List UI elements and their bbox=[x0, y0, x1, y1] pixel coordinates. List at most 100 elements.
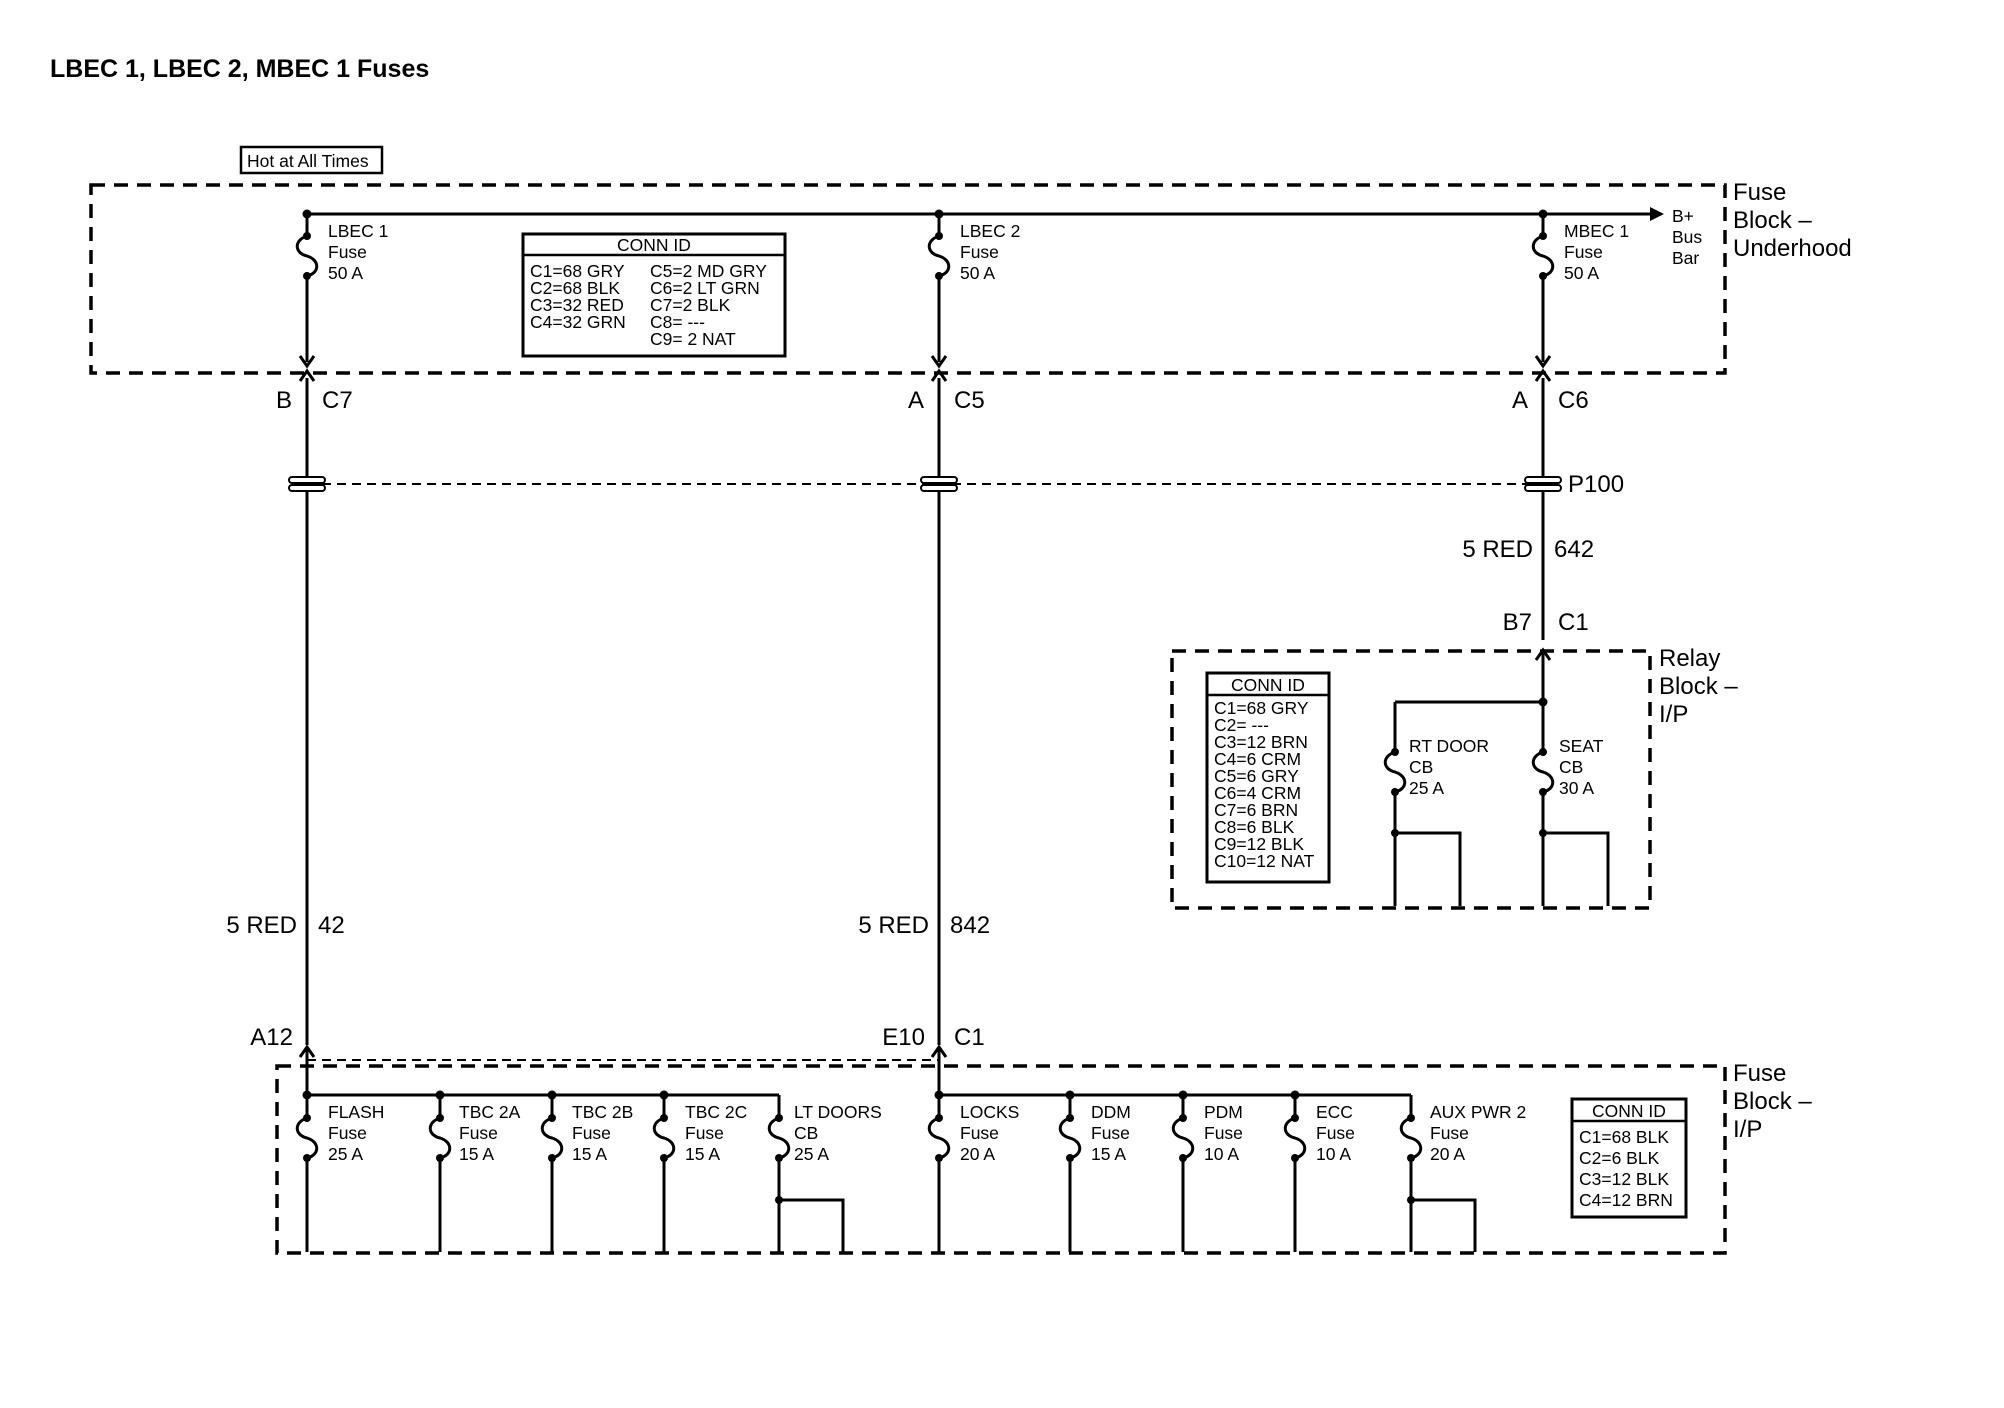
breaker-rt-door-type: CB bbox=[1409, 757, 1433, 777]
fuse-pdm: PDM Fuse 10 A bbox=[1171, 1090, 1243, 1252]
connector-c7-pin-b: B C7 bbox=[276, 368, 353, 414]
fuse-flash-rating: 25 A bbox=[328, 1144, 363, 1164]
fuse-locks-type: Fuse bbox=[960, 1123, 999, 1143]
relay-conn-row-3: C3=12 BRN bbox=[1214, 732, 1308, 752]
fuse-aux-pwr-2-type: Fuse bbox=[1430, 1123, 1469, 1143]
fuse-ecc-rating: 10 A bbox=[1316, 1144, 1351, 1164]
underhood-conn-c2: C2=68 BLK bbox=[530, 278, 620, 298]
relay-block-ip bbox=[1170, 649, 1652, 910]
ip-conn-id-table: CONN ID C1=68 BLK C2=6 BLK C3=12 BLK C4=… bbox=[1570, 1097, 1688, 1219]
underhood-conn-c8: C8= --- bbox=[650, 312, 705, 332]
underhood-conn-c9: C9= 2 NAT bbox=[650, 329, 736, 349]
fuse-lbec1: LBEC 1 Fuse 50 A bbox=[295, 214, 388, 369]
fuse-flash-name: FLASH bbox=[328, 1102, 384, 1122]
fuse-tbc-2b-type: Fuse bbox=[572, 1123, 611, 1143]
fuse-aux-pwr-2: AUX PWR 2 Fuse 20 A bbox=[1399, 1095, 1526, 1252]
fuse-tbc-2c-type: Fuse bbox=[685, 1123, 724, 1143]
bus-bar-arrow bbox=[1650, 207, 1664, 221]
diagram-title: LBEC 1, LBEC 2, MBEC 1 Fuses bbox=[50, 55, 429, 83]
relay-conn-row-2: C2= --- bbox=[1214, 715, 1269, 735]
underhood-fuse-block bbox=[89, 183, 1727, 375]
ip-pin-a12: A12 bbox=[250, 1024, 293, 1051]
ip-conn-row-2: C2=6 BLK bbox=[1579, 1148, 1660, 1168]
relay-block-label-3: I/P bbox=[1659, 701, 1688, 728]
fuse-ecc-name: ECC bbox=[1316, 1102, 1353, 1122]
underhood-conn-c3: C3=32 RED bbox=[530, 295, 624, 315]
fuse-ddm-rating: 15 A bbox=[1091, 1144, 1126, 1164]
breaker-rt-door-name: RT DOOR bbox=[1409, 736, 1489, 756]
bus-bar-label-2: Bus bbox=[1672, 227, 1702, 247]
fuse-tbc-2a: TBC 2A Fuse 15 A bbox=[428, 1090, 521, 1252]
relay-pin-c1: C1 bbox=[1558, 609, 1589, 636]
ip-conn-row-3: C3=12 BLK bbox=[1579, 1169, 1669, 1189]
fuse-locks-rating: 20 A bbox=[960, 1144, 995, 1164]
fuse-tbc-2a-name: TBC 2A bbox=[459, 1102, 521, 1122]
breaker-lt-doors-type: CB bbox=[794, 1123, 818, 1143]
relay-conn-row-6: C6=4 CRM bbox=[1214, 783, 1301, 803]
pin-a-c5-conn: C5 bbox=[954, 387, 985, 414]
underhood-block-label-3: Underhood bbox=[1733, 235, 1852, 262]
breaker-lt-doors-name: LT DOORS bbox=[794, 1102, 882, 1122]
passthrough-c7 bbox=[288, 476, 326, 492]
ip-fuse-block bbox=[275, 1064, 1727, 1255]
fuse-tbc-2c-rating: 15 A bbox=[685, 1144, 720, 1164]
pin-a-c6-pin: A bbox=[1512, 387, 1528, 414]
fuse-tbc-2b: TBC 2B Fuse 15 A bbox=[540, 1090, 633, 1252]
fuse-pdm-rating: 10 A bbox=[1204, 1144, 1239, 1164]
wire-842-circuit: 842 bbox=[950, 912, 990, 939]
fuse-ecc-type: Fuse bbox=[1316, 1123, 1355, 1143]
fuse-ecc: ECC Fuse 10 A bbox=[1283, 1090, 1355, 1252]
breaker-seat-rating: 30 A bbox=[1559, 778, 1594, 798]
wire-42-color: 5 RED bbox=[226, 912, 297, 939]
fuse-pdm-name: PDM bbox=[1204, 1102, 1243, 1122]
splice-p100-label: P100 bbox=[1568, 471, 1624, 498]
breaker-seat-type: CB bbox=[1559, 757, 1583, 777]
ip-conn-row-4: C4=12 BRN bbox=[1579, 1190, 1673, 1210]
ip-block-label-1: Fuse bbox=[1733, 1060, 1786, 1087]
fuse-pdm-type: Fuse bbox=[1204, 1123, 1243, 1143]
fuse-lbec2: LBEC 2 Fuse 50 A bbox=[927, 214, 1020, 369]
fuse-lbec1-rating: 50 A bbox=[328, 263, 363, 283]
fuse-locks-name: LOCKS bbox=[960, 1102, 1019, 1122]
fuse-tbc-2a-type: Fuse bbox=[459, 1123, 498, 1143]
wire-42-circuit: 42 bbox=[318, 912, 345, 939]
underhood-conn-c6: C6=2 LT GRN bbox=[650, 278, 760, 298]
breaker-seat-name: SEAT bbox=[1559, 736, 1604, 756]
relay-conn-row-5: C5=6 GRY bbox=[1214, 766, 1299, 786]
connector-c6-pin-a: A C6 bbox=[1512, 368, 1589, 414]
breaker-rt-door: RT DOOR CB 25 A bbox=[1383, 702, 1489, 906]
fuse-flash-type: Fuse bbox=[328, 1123, 367, 1143]
ip-block-label-2: Block – bbox=[1733, 1088, 1812, 1115]
fuse-ddm: DDM Fuse 15 A bbox=[1058, 1090, 1131, 1252]
fuse-mbec1-rating: 50 A bbox=[1564, 263, 1599, 283]
relay-conn-row-9: C9=12 BLK bbox=[1214, 834, 1304, 854]
fuse-lbec2-type: Fuse bbox=[960, 242, 999, 262]
pin-b-c7-pin: B bbox=[276, 387, 292, 414]
fuse-tbc-2b-name: TBC 2B bbox=[572, 1102, 633, 1122]
connector-c5-pin-a: A C5 bbox=[908, 368, 985, 414]
fuse-tbc-2b-rating: 15 A bbox=[572, 1144, 607, 1164]
relay-conn-row-4: C4=6 CRM bbox=[1214, 749, 1301, 769]
relay-conn-row-10: C10=12 NAT bbox=[1214, 851, 1315, 871]
ip-conn-title: CONN ID bbox=[1592, 1101, 1666, 1121]
relay-conn-row-1: C1=68 GRY bbox=[1214, 698, 1309, 718]
wire-842-color: 5 RED bbox=[858, 912, 929, 939]
fuse-tbc-2c-name: TBC 2C bbox=[685, 1102, 747, 1122]
wire-642-color: 5 RED bbox=[1462, 536, 1533, 563]
relay-conn-id-table: CONN ID C1=68 GRY C2= --- C3=12 BRN C4=6… bbox=[1205, 671, 1331, 884]
fuse-ddm-name: DDM bbox=[1091, 1102, 1131, 1122]
fuse-ddm-type: Fuse bbox=[1091, 1123, 1130, 1143]
fuse-tbc-2a-rating: 15 A bbox=[459, 1144, 494, 1164]
fuse-lbec1-name: LBEC 1 bbox=[328, 221, 388, 241]
breaker-seat: SEAT CB 30 A bbox=[1531, 702, 1610, 906]
fuse-aux-pwr-2-name: AUX PWR 2 bbox=[1430, 1102, 1526, 1122]
underhood-block-label-2: Block – bbox=[1733, 207, 1812, 234]
fuse-locks: LOCKS Fuse 20 A bbox=[927, 1090, 1019, 1252]
underhood-conn-id-table: CONN ID C1=68 GRY C2=68 BLK C3=32 RED C4… bbox=[521, 232, 787, 358]
relay-pin-b7: B7 bbox=[1503, 609, 1532, 636]
relay-conn-row-7: C7=6 BRN bbox=[1214, 800, 1298, 820]
pin-b-c7-conn: C7 bbox=[322, 387, 353, 414]
bus-bar-label-3: Bar bbox=[1672, 248, 1699, 268]
passthrough-p100 bbox=[1524, 476, 1562, 492]
underhood-block-label-1: Fuse bbox=[1733, 179, 1786, 206]
